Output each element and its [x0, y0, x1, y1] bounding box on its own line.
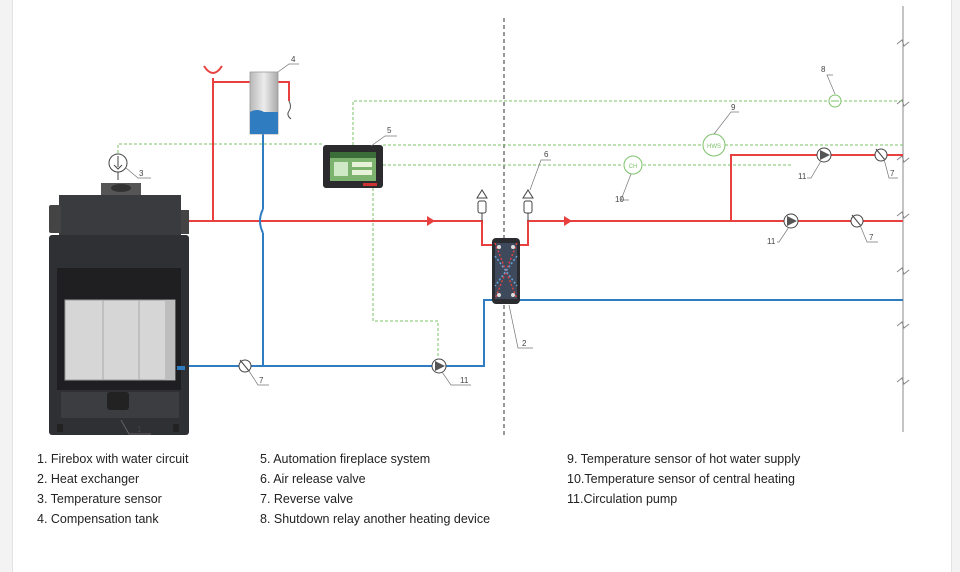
callout-7-upper: 7	[890, 169, 895, 178]
callout-2: 2	[522, 339, 527, 348]
ch-sensor: CH	[623, 155, 643, 175]
flow-arrow	[427, 216, 435, 226]
diagram-frame: HWS CH 1 2 3 4 5 6 7 7 7 8 9 10 11	[12, 0, 952, 572]
flow-arrow	[564, 216, 572, 226]
legend-item: 2. Heat exchanger	[37, 472, 140, 486]
callout-11-lower: 11	[767, 237, 776, 246]
callout-8: 8	[821, 65, 826, 74]
fireplace	[49, 183, 189, 435]
hws-tag: HWS	[707, 144, 721, 150]
air-release-valve	[476, 189, 534, 221]
temperature-sensor-3	[108, 153, 128, 180]
return-pipes	[185, 132, 903, 367]
ch-tag: CH	[629, 164, 638, 170]
callout-7-lower: 7	[869, 233, 874, 242]
callout-6: 6	[544, 150, 549, 159]
heating-schematic: HWS CH 1 2 3 4 5 6 7 7 7 8 9 10 11	[49, 6, 910, 438]
legend-item: 10.Temperature sensor of central heating	[567, 472, 795, 486]
legend-col-2: 5. Automation fireplace system 6. Air re…	[260, 450, 490, 530]
callout-10: 10	[615, 195, 624, 204]
legend-item: 1. Firebox with water circuit	[37, 452, 189, 466]
automation-controller	[323, 145, 383, 188]
callout-11-upper: 11	[798, 172, 807, 181]
legend-col-3: 9. Temperature sensor of hot water suppl…	[567, 450, 800, 510]
callout-7-left: 7	[259, 376, 264, 385]
callout-3: 3	[139, 169, 144, 178]
legend-item: 11.Circulation pump	[567, 492, 678, 506]
building-wall	[896, 6, 910, 432]
control-wiring	[117, 100, 903, 356]
callout-11-left: 11	[460, 376, 469, 385]
supply-pipes	[185, 78, 903, 246]
circulation-pump	[431, 147, 832, 374]
legend-item: 9. Temperature sensor of hot water suppl…	[567, 452, 801, 466]
heat-exchanger	[492, 238, 520, 304]
legend-item: 4. Compensation tank	[37, 512, 159, 526]
legend-col-1: 1. Firebox with water circuit 2. Heat ex…	[37, 450, 188, 530]
shutdown-relay	[828, 94, 842, 108]
hws-sensor: HWS	[702, 133, 726, 157]
legend-item: 8. Shutdown relay another heating device	[260, 512, 491, 526]
callout-4: 4	[291, 55, 296, 64]
legend-item: 6. Air release valve	[260, 472, 366, 486]
callout-leaders	[120, 63, 898, 435]
callout-1: 1	[137, 425, 142, 434]
expansion-funnel	[203, 65, 223, 74]
callout-9: 9	[731, 103, 736, 112]
compensation-tank	[249, 71, 292, 135]
legend-item: 3. Temperature sensor	[37, 492, 162, 506]
callout-labels: 1 2 3 4 5 6 7 7 7 8 9 10 11 11 11	[137, 55, 895, 434]
legend-item: 5. Automation fireplace system	[260, 452, 431, 466]
reverse-valve	[238, 148, 888, 373]
callout-5: 5	[387, 126, 392, 135]
legend-item: 7. Reverse valve	[260, 492, 354, 506]
